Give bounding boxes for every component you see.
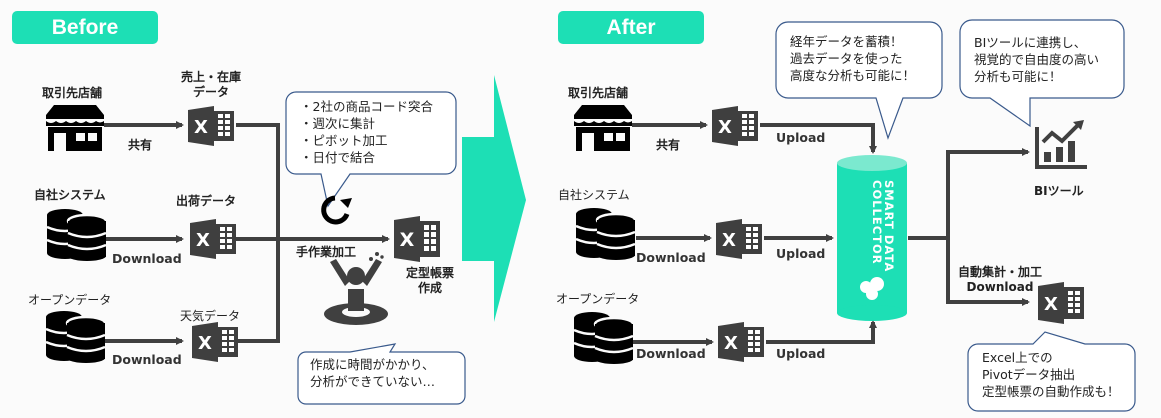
edge-label-upload: Upload bbox=[776, 246, 826, 261]
svg-text:X: X bbox=[198, 333, 212, 354]
edge-label-download: Download bbox=[112, 352, 182, 367]
collector-name: SMART DATA COLLECTOR bbox=[855, 180, 896, 300]
accumulate-line: 経年データを蓄積！ bbox=[790, 34, 903, 49]
excel-line: Pivotデータ抽出 bbox=[982, 367, 1076, 382]
process-bubble-text: ・2社の商品コード突合 ・週次に集計 ・ピボット加工 ・日付で結合 bbox=[300, 98, 433, 166]
excel-bubble bbox=[967, 331, 1136, 412]
edge-label-upload: Upload bbox=[776, 130, 826, 145]
excel-file-icon[interactable]: X bbox=[716, 219, 764, 259]
excel-file-icon[interactable]: X bbox=[712, 106, 760, 146]
bi-bubble-text: BIツールに連携し、 視覚的で自由度の高い 分析も可能に！ bbox=[974, 34, 1099, 85]
svg-text:X: X bbox=[1044, 294, 1058, 315]
cycle-icon bbox=[321, 195, 352, 225]
source-label-store: 取引先店舗 bbox=[568, 86, 629, 100]
after-badge: After bbox=[558, 11, 704, 44]
svg-text:X: X bbox=[196, 230, 210, 251]
svg-text:X: X bbox=[722, 230, 736, 251]
excel-file-icon[interactable]: X bbox=[718, 322, 766, 362]
file-label-sales-line1: 売上・在庫 bbox=[180, 70, 241, 84]
cloud-upload-icon bbox=[860, 277, 884, 300]
bi-line: 分析も可能に！ bbox=[974, 69, 1062, 84]
bi-bubble bbox=[959, 19, 1125, 128]
process-step: ・ピボット加工 bbox=[300, 133, 388, 148]
bi-line: 視覚的で自由度の高い bbox=[974, 52, 1100, 67]
database-icon bbox=[46, 311, 106, 363]
before-badge: Before bbox=[12, 11, 158, 44]
svg-text:X: X bbox=[718, 117, 732, 138]
collector-name-line2: COLLECTOR bbox=[870, 180, 884, 265]
source-label-system: 自社システム bbox=[558, 188, 630, 202]
excel-line: 定型帳票の自動作成も！ bbox=[982, 384, 1120, 399]
edge-label-share: 共有 bbox=[128, 138, 153, 152]
file-label-sales-line2: データ bbox=[192, 85, 229, 99]
stressed-person-icon bbox=[324, 252, 388, 325]
report-label: 定型帳票 作成 bbox=[402, 266, 458, 296]
source-label-system: 自社システム bbox=[34, 188, 106, 202]
edge-label-download: Download bbox=[636, 346, 706, 361]
store-icon bbox=[574, 105, 632, 151]
auto-process-line1: 自動集計・加工 bbox=[957, 265, 1042, 279]
transition-arrow bbox=[462, 75, 526, 322]
process-step: ・2社の商品コード突合 bbox=[300, 99, 433, 114]
edge-label-share: 共有 bbox=[656, 138, 681, 152]
manual-process-label: 手作業加工 bbox=[296, 245, 357, 259]
accumulate-line: 過去データを使った bbox=[790, 51, 903, 66]
bi-chart-icon bbox=[1035, 120, 1087, 169]
source-label-open: オープンデータ bbox=[28, 293, 112, 307]
excel-file-icon[interactable]: X bbox=[188, 106, 236, 146]
accumulate-bubble bbox=[775, 21, 943, 140]
source-label-store: 取引先店舗 bbox=[42, 86, 103, 100]
pain-line: 作成に時間がかかり、 bbox=[310, 357, 435, 372]
auto-process-line2: Download bbox=[966, 280, 1034, 294]
store-icon bbox=[46, 105, 104, 151]
excel-file-icon[interactable]: X bbox=[192, 322, 240, 362]
database-icon bbox=[47, 209, 107, 261]
after-connectors bbox=[632, 121, 1030, 346]
svg-text:X: X bbox=[724, 333, 738, 354]
bi-line: BIツールに連携し、 bbox=[974, 35, 1087, 50]
report-label-line2: 作成 bbox=[417, 281, 442, 295]
pain-bubble-text: 作成に時間がかかり、 分析ができていない… bbox=[310, 356, 435, 390]
database-icon bbox=[576, 208, 636, 260]
accumulate-bubble-text: 経年データを蓄積！ 過去データを使った 高度な分析も可能に！ bbox=[790, 33, 915, 84]
database-icon bbox=[574, 312, 634, 364]
before-connectors bbox=[104, 121, 390, 345]
file-label-weather: 天気データ bbox=[180, 309, 241, 323]
excel-bubble-text: Excel上での Pivotデータ抽出 定型帳票の自動作成も！ bbox=[982, 349, 1120, 400]
edge-label-upload: Upload bbox=[776, 346, 826, 361]
excel-line: Excel上での bbox=[982, 350, 1053, 365]
excel-output-icon[interactable]: X bbox=[1038, 282, 1086, 324]
svg-text:X: X bbox=[400, 229, 415, 251]
process-step: ・週次に集計 bbox=[300, 116, 376, 131]
report-label-line1: 定型帳票 bbox=[405, 266, 454, 280]
process-step: ・日付で結合 bbox=[300, 150, 376, 165]
svg-text:X: X bbox=[194, 117, 208, 138]
edge-label-download: Download bbox=[636, 250, 706, 265]
excel-file-icon[interactable]: X bbox=[190, 219, 238, 259]
file-label-sales: 売上・在庫 データ bbox=[168, 70, 254, 100]
edge-label-download: Download bbox=[112, 251, 182, 266]
bi-tool-label: BIツール bbox=[1034, 184, 1084, 198]
accumulate-line: 高度な分析も可能に！ bbox=[790, 68, 916, 83]
auto-process-label: 自動集計・加工 Download bbox=[952, 265, 1048, 295]
source-label-open: オープンデータ bbox=[556, 292, 640, 306]
process-bubble bbox=[285, 91, 457, 208]
file-label-shipping: 出荷データ bbox=[176, 194, 237, 208]
excel-report-icon[interactable]: X bbox=[394, 216, 442, 262]
collector-name-line1: SMART DATA bbox=[882, 180, 896, 273]
pain-bubble bbox=[297, 343, 466, 405]
pain-line: 分析ができていない… bbox=[310, 374, 436, 389]
